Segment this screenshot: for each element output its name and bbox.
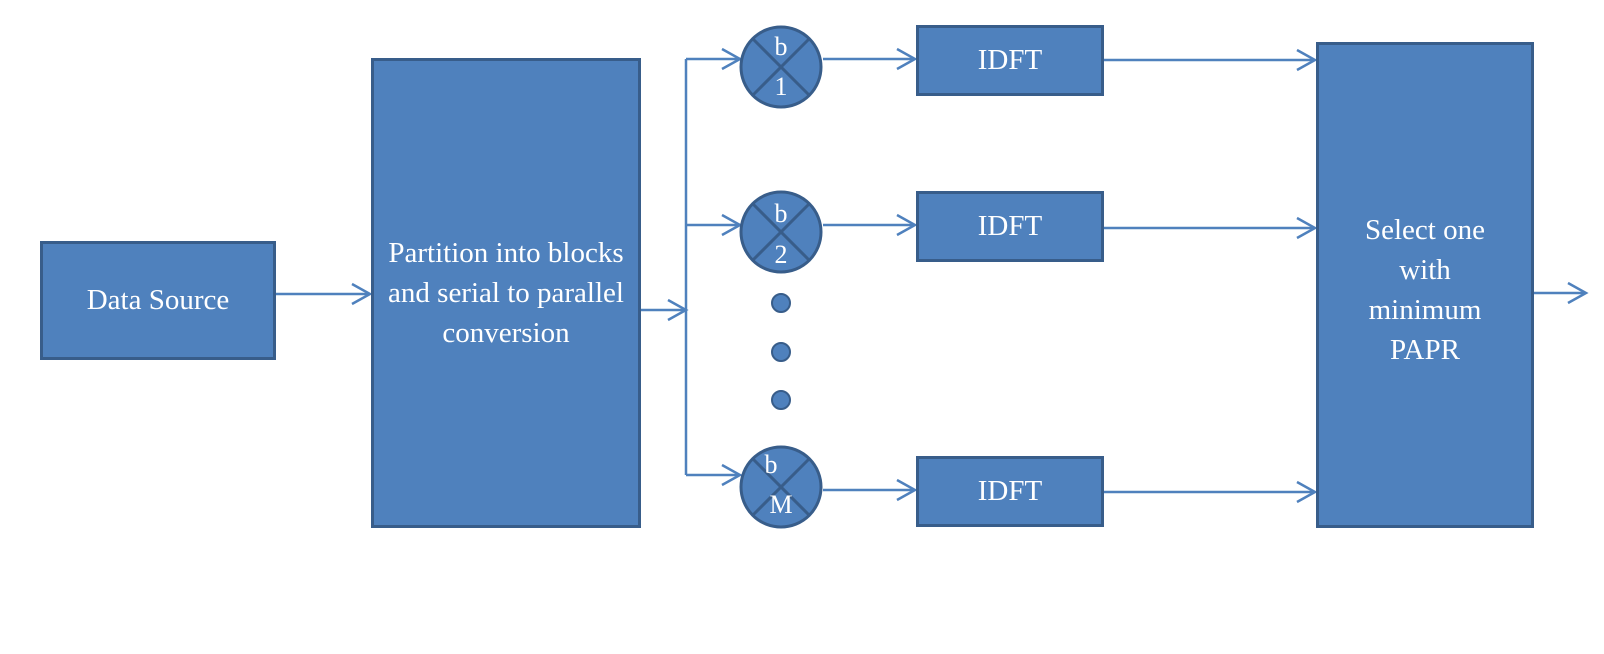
partition-block: Partition into blocks and serial to para… [371, 58, 641, 528]
arrowhead-source-to-partition [351, 282, 373, 306]
idft-block-2: IDFT [916, 191, 1104, 262]
multiplier-b2 [739, 190, 823, 274]
arrowhead-idftm-to-select [1296, 480, 1318, 504]
arrowhead-bus-to-b2 [721, 213, 743, 237]
arrowhead-idft1-to-select [1296, 48, 1318, 72]
arrowhead-bus-to-bm [721, 463, 743, 487]
arrowhead-b1-to-idft1 [896, 47, 918, 71]
dot-2 [771, 342, 791, 362]
idft-1-label: IDFT [977, 44, 1043, 76]
idft-2-label: IDFT [977, 210, 1043, 242]
connectors [276, 47, 1589, 504]
arrowhead-b2-to-idft2 [896, 213, 918, 237]
arrowhead-bus-to-b1 [721, 47, 743, 71]
arrowhead-bm-to-idftm [896, 478, 918, 502]
idft-block-m: IDFT [916, 456, 1104, 527]
select-block: Select one with minimum PAPR [1316, 42, 1534, 528]
idft-block-1: IDFT [916, 25, 1104, 96]
multiplier-bm [739, 445, 823, 529]
arrowhead-output [1567, 281, 1589, 305]
data-source-block: Data Source [40, 241, 276, 360]
b2-top-label: b [774, 199, 788, 228]
bm-bottom-label: M [769, 490, 793, 519]
ellipsis-dots [771, 293, 791, 410]
select-label: Select one with minimum PAPR [1365, 214, 1485, 366]
idft-m-label: IDFT [977, 475, 1043, 507]
partition-label: Partition into blocks and serial to para… [388, 237, 624, 349]
arrowhead-idft2-to-select [1296, 216, 1318, 240]
b1-bottom-label: 1 [774, 72, 788, 101]
bm-top-label: b [764, 450, 778, 479]
dot-1 [771, 293, 791, 313]
dot-3 [771, 390, 791, 410]
multiplier-b1 [739, 25, 823, 109]
b1-top-label: b [774, 32, 788, 61]
data-source-label: Data Source [86, 284, 230, 316]
b2-bottom-label: 2 [774, 240, 788, 269]
